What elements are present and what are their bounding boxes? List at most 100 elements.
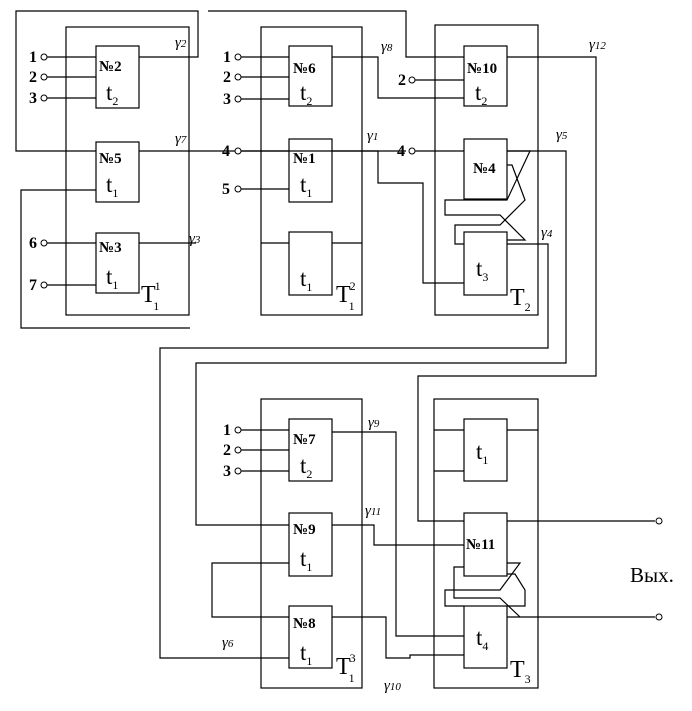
pin-label: 5 [222, 181, 230, 198]
gamma-label: γ1 [367, 128, 378, 144]
wire-gamma-8 [208, 10, 464, 58]
pin-label: 2 [398, 72, 406, 89]
module-t1-3-frame [260, 398, 363, 689]
wire-t2-cross-b [454, 164, 526, 245]
element-5 [95, 141, 140, 203]
gamma-label: γ10 [384, 678, 401, 694]
gamma-label: γ3 [189, 231, 201, 247]
module-t1-1-input-wires [44, 56, 96, 286]
delay-label: t2 [106, 80, 118, 108]
element-number-label: №7 [293, 432, 316, 448]
element-number-label: №9 [293, 522, 316, 538]
element-number-label: №5 [99, 151, 122, 167]
delay-label: t2 [475, 80, 487, 108]
element-3 [95, 232, 140, 294]
wire-t3-cross-b [507, 573, 526, 607]
gamma-label: γ8 [381, 39, 393, 55]
gamma-label: γ7 [175, 131, 187, 147]
wire-gamma-2 [15, 10, 199, 152]
wire-element6-out [332, 56, 464, 99]
input-terminals [40, 53, 416, 475]
element-number-label: №4 [473, 161, 496, 177]
gamma-labels: γ2 γ7 γ3 γ1 γ8 γ12 γ5 γ4 γ9 γ11 γ6 γ10 [175, 35, 606, 694]
element-number-label: №6 [293, 61, 316, 77]
wire-gamma-10 [332, 616, 464, 659]
delay-label: t4 [476, 625, 488, 653]
pin-label: 4 [397, 143, 405, 160]
element-number-label: №2 [99, 59, 122, 75]
module-t1-2-frame [260, 26, 363, 316]
wire-gamma-4 [159, 243, 549, 659]
wire-loop-9-8 [211, 562, 289, 618]
element-10 [463, 45, 508, 107]
element-8 [288, 605, 333, 669]
element-number-label: №11 [466, 537, 495, 553]
wire-gamma-12 [417, 56, 597, 522]
gamma-label: γ2 [175, 35, 187, 51]
module-label-t2: T2 [510, 285, 531, 314]
delay-label: t1 [300, 546, 312, 574]
module-t1-1-frame [65, 26, 190, 316]
element-t1-t3 [463, 418, 508, 482]
module-label-t3: T3 [510, 657, 531, 686]
delay-label: t1 [300, 266, 312, 294]
module-t1-3-input-wires [238, 429, 289, 472]
delay-label: t1 [300, 172, 312, 200]
pin-label: 2 [223, 69, 231, 86]
wire-gamma-9 [332, 431, 464, 637]
wire-gamma-11 [332, 524, 464, 546]
output-terminals [655, 517, 663, 621]
element-11 [463, 512, 508, 577]
delay-label: t1 [106, 264, 118, 292]
delay-labels: t2 t1 t1 t2 t1 t1 t2 t3 t2 t1 t1 t1 t4 [106, 80, 488, 668]
pin-label: 1 [223, 422, 231, 439]
module-t1-2-input-wires [238, 56, 362, 244]
gamma-label: γ12 [589, 37, 606, 53]
wire-t3-cross-a [444, 562, 522, 607]
element-number-label: №10 [467, 61, 497, 77]
module-t2-frame [434, 24, 539, 316]
element-t3 [463, 231, 508, 296]
pin-label: 3 [223, 463, 231, 480]
pin-label: 7 [29, 277, 37, 294]
module-t3-internal-wires [434, 429, 538, 472]
element-number-label: №8 [293, 616, 316, 632]
element-number-label: №3 [99, 240, 122, 256]
delay-label: t2 [300, 80, 312, 108]
element-1 [288, 138, 333, 203]
wire-t2-cross-a [444, 150, 531, 241]
element-4 [463, 138, 508, 200]
gamma-label: γ5 [556, 127, 568, 143]
element-9 [288, 512, 333, 577]
wire-t3-cross-c [453, 566, 521, 618]
delay-label: t1 [476, 439, 488, 467]
output-label: Вых. [630, 563, 674, 587]
element-number-label: №1 [293, 151, 316, 167]
pin-label: 2 [223, 442, 231, 459]
pin-labels: 1 2 3 6 7 1 2 3 4 5 2 4 1 2 3 [29, 49, 406, 480]
module-t3-frame [433, 398, 539, 689]
element-t4 [463, 605, 508, 669]
gamma-label: γ4 [541, 225, 553, 241]
wire-gamma-1 [332, 150, 464, 284]
gamma-label: γ11 [365, 503, 381, 519]
delay-label: t3 [476, 256, 488, 284]
wire-loop-5 [20, 189, 190, 329]
pin-label: 1 [29, 49, 37, 66]
pin-label: 2 [29, 69, 37, 86]
delay-label: t1 [300, 640, 312, 668]
pin-label: 3 [29, 90, 37, 107]
pin-label: 6 [29, 235, 37, 252]
pin-label: 1 [223, 49, 231, 66]
element-blank-t1 [288, 231, 333, 296]
pin-label: 3 [223, 91, 231, 108]
wire-gamma-5 [195, 150, 567, 526]
gamma-label: γ6 [222, 635, 234, 651]
delay-label: t1 [106, 172, 118, 200]
